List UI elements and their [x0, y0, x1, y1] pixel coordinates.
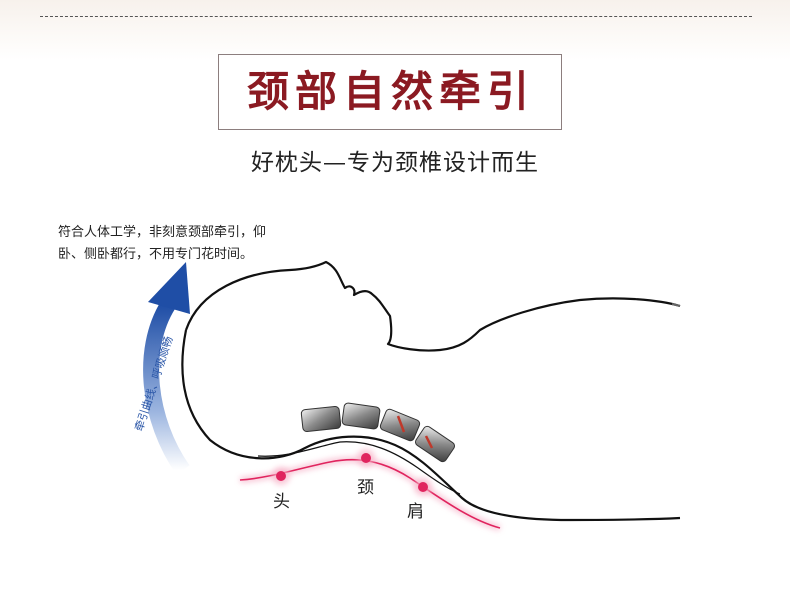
human-profile-outline — [184, 260, 681, 352]
neck-point — [357, 449, 375, 467]
description-line-1: 符合人体工学，非刻意颈部牵引，仰 — [58, 225, 267, 240]
page-subtitle: 好枕头—专为颈椎设计而生 — [251, 150, 539, 176]
description-text: 符合人体工学，非刻意颈部牵引，仰 卧、侧卧都行，不用专门花时间。 — [58, 222, 318, 266]
traction-arrow — [143, 262, 190, 475]
head-label: 头 — [273, 492, 290, 512]
neck-label: 颈 — [357, 478, 374, 498]
head-point — [272, 467, 290, 485]
shoulder-point — [414, 478, 432, 496]
pillow-outline — [257, 441, 461, 495]
shoulder-edge-top — [671, 303, 681, 307]
page-title: 颈部自然牵引 — [246, 67, 535, 116]
title-frame: 颈部自然牵引 — [218, 54, 562, 130]
shoulder-label: 肩 — [407, 502, 424, 522]
top-dotted-divider — [40, 16, 752, 17]
top-background-band — [0, 0, 790, 60]
cervical-vertebrae — [300, 402, 456, 463]
head-back-outline — [181, 329, 681, 522]
description-line-2: 卧、侧卧都行，不用专门花时间。 — [58, 247, 254, 262]
